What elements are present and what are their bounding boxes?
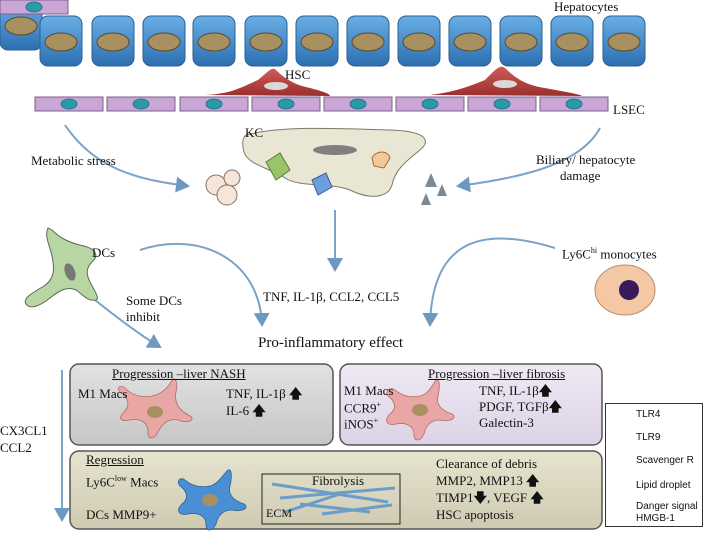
cx3cl1-label: CX3CL1 xyxy=(0,423,48,438)
fibrosis-panel-title: Progression –liver fibrosis xyxy=(428,366,566,381)
nash-m1-macs-label: M1 Macs xyxy=(78,386,128,401)
fibrosis-m1-macs-label: M1 Macs xyxy=(344,383,394,398)
biliary-damage-label-line1: Biliary/ hepatocyte xyxy=(536,152,636,167)
fibrosis-line2: PDGF, TGFβ🡅 xyxy=(479,399,563,415)
tlr9-receptor-icon xyxy=(265,152,291,181)
legend: TLR4 TLR9 Scavenger R Lipid droplet Dang… xyxy=(605,403,703,527)
lsec-label: LSEC xyxy=(613,102,645,117)
arrow-biliary-damage xyxy=(456,127,601,193)
hepatocytes-label: Hepatocytes xyxy=(554,0,619,14)
ecm-label: ECM xyxy=(266,506,293,520)
legend-tlr4: TLR4 xyxy=(636,409,661,420)
ecm-box xyxy=(261,473,401,525)
some-dcs-label-line2: inhibit xyxy=(126,309,160,324)
fibrosis-line1: TNF, IL-1β🡅 xyxy=(479,383,553,399)
fibrosis-panel-bg xyxy=(339,363,603,446)
kc-label: KC xyxy=(245,125,264,140)
legend-scavenger: Scavenger R xyxy=(636,455,694,466)
cytokines-label: TNF, IL-1β, CCL2, CCL5 xyxy=(263,289,400,304)
fibrolysis-label: Fibrolysis xyxy=(312,473,365,488)
regression-line2: MMP2, MMP13 🡅 xyxy=(436,473,540,489)
regression-ly6clow-label: Ly6Clow Macs xyxy=(86,474,159,490)
arrow-monocytes-effect xyxy=(422,237,556,327)
regression-line4: HSC apoptosis xyxy=(436,507,514,522)
nash-panel-bg xyxy=(69,363,334,446)
biliary-damage-label-line2: damage xyxy=(560,168,601,183)
fibrosis-ccr9-label: CCR9+ xyxy=(344,400,382,416)
legend-danger-line1: Danger signal xyxy=(636,501,698,512)
hsc-cell-left xyxy=(205,68,330,96)
arrow-metabolic-stress xyxy=(64,124,190,193)
scavenger-receptor-icon xyxy=(371,151,391,169)
tlr4-receptor-icon xyxy=(311,172,333,196)
danger-signals xyxy=(421,173,447,205)
legend-lipid: Lipid droplet xyxy=(636,480,691,491)
pro-inflammatory-label: Pro-inflammatory effect xyxy=(258,335,404,351)
some-dcs-label-line1: Some DCs xyxy=(126,293,182,308)
lsec-row xyxy=(0,0,69,15)
ccl2-label: CCL2 xyxy=(0,440,32,455)
ecm-fibers xyxy=(271,482,396,516)
dcs-label: DCs xyxy=(92,245,116,260)
nash-line2: IL-6 🡅 xyxy=(226,403,266,419)
regression-line1: Clearance of debris xyxy=(436,456,538,471)
regression-panel-title: Regression xyxy=(86,452,144,467)
arrow-dcs-effect xyxy=(139,242,270,327)
fibrosis-line3: Galectin-3 xyxy=(479,415,534,430)
nash-line1: TNF, IL-1β 🡅 xyxy=(226,386,303,402)
nash-panel-title: Progression –liver NASH xyxy=(112,366,246,381)
kupffer-cell xyxy=(242,127,426,197)
hsc-label: HSC xyxy=(285,67,311,82)
arrow-dcs-inhibit xyxy=(94,299,162,349)
fibrosis-inos-label: iNOS+ xyxy=(344,416,379,432)
metabolic-stress-label: Metabolic stress xyxy=(31,153,116,168)
lipid-droplets xyxy=(205,169,241,206)
dendritic-cell xyxy=(24,227,98,308)
legend-tlr9: TLR9 xyxy=(636,432,661,443)
regression-line3: TIMP1🡇, VEGF 🡅 xyxy=(436,490,544,506)
regression-dcs-label: DCs MMP9+ xyxy=(86,507,157,522)
ly6chi-monocytes-label: Ly6Chi monocytes xyxy=(562,246,657,262)
legend-danger-line2: HMGB-1 xyxy=(636,513,675,524)
